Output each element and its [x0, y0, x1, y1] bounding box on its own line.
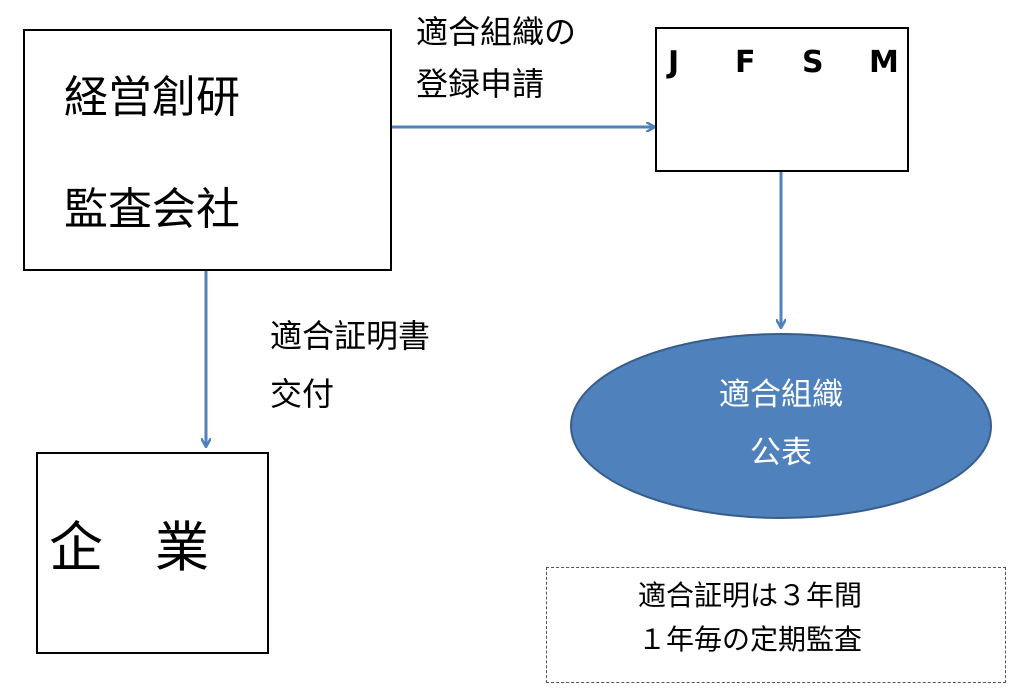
- registration-label-line2: 登録申請: [416, 65, 545, 103]
- jfsm-letter: S: [802, 45, 824, 80]
- auditor-box: [23, 29, 392, 271]
- publication-label-line1: 適合組織: [719, 377, 843, 413]
- jfsm-box: [655, 27, 909, 172]
- publication-label-line2: 公表: [750, 435, 812, 471]
- jfsm-letter: F: [735, 45, 756, 80]
- note-line2: １年毎の定期監査: [637, 623, 862, 656]
- jfsm-letter: M: [869, 45, 899, 80]
- note-box: [546, 567, 1006, 683]
- jfsm-letter: J: [668, 45, 680, 80]
- company-box: [36, 452, 269, 654]
- company-label: 企業: [49, 516, 261, 579]
- certificate-label-line2: 交付: [270, 375, 335, 413]
- registration-label-line1: 適合組織の: [416, 13, 577, 51]
- auditor-name-line1: 経営創研: [64, 72, 240, 123]
- certificate-label-line1: 適合証明書: [270, 317, 431, 355]
- note-line1: 適合証明は３年間: [637, 579, 862, 612]
- publication-ellipse: [570, 333, 992, 519]
- auditor-name-line2: 監査会社: [64, 184, 240, 235]
